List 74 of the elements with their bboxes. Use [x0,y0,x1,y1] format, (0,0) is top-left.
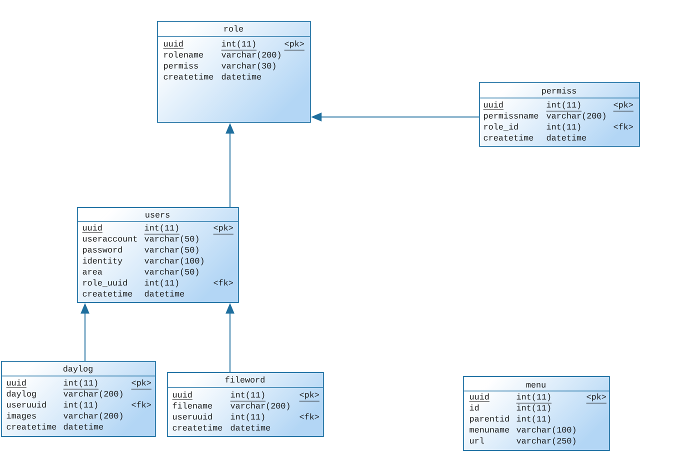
column-name: uuid [163,40,184,49]
column-name: daylog [6,390,36,398]
key-tag: <fk> [614,123,633,130]
data-type: int(11) [516,393,552,404]
data-type: datetime [144,290,184,297]
data-type: int(11) [516,404,550,412]
data-type: varchar(30) [222,62,276,70]
column-name: permiss [164,62,198,70]
data-type: int(11) [144,224,180,234]
data-type: int(11) [230,391,266,402]
data-type: int(11) [516,415,550,424]
data-type: varchar(100) [144,257,204,266]
data-type: datetime [64,423,104,430]
data-type: varchar(250) [516,437,576,446]
table-name: permiss [542,87,576,96]
column-name: parentid [470,415,509,424]
column-name: url [470,437,484,444]
data-type: varchar(200) [64,390,122,398]
key-tag: <fk> [300,413,319,420]
data-type: varchar(200) [546,112,606,120]
column-name: role_uuid [83,279,127,286]
table-name: fileword [225,376,264,383]
data-type: varchar(50) [144,235,198,244]
column-name: permissname [484,112,538,120]
column-name: createtime [82,290,132,297]
column-name: createtime [6,423,56,430]
column-name: createtime [164,73,214,80]
table-name: users [146,212,170,218]
key-tag: <pk> [284,40,305,50]
column-name: useruuid [7,401,46,408]
column-name: area [82,270,102,275]
column-name: filename [172,402,212,409]
data-type: int(11) [546,101,582,112]
key-tag: <pk> [213,224,234,234]
data-type: datetime [546,134,586,141]
column-name: identity [82,257,122,266]
column-name: password [83,246,122,254]
key-tag: <fk> [214,279,233,286]
data-type: varchar(50) [144,268,198,276]
data-type: varchar(200) [64,412,122,420]
column-name: menuname [470,428,510,433]
data-type: int(11) [546,123,580,132]
key-tag: <pk> [586,393,607,404]
data-type: datetime [230,424,270,431]
column-name: uuid [469,393,490,402]
column-name: rolename [164,51,204,58]
column-name: uuid [6,379,27,388]
data-type: int(11) [144,279,178,288]
data-type: varchar(100) [516,426,576,434]
data-type: int(11) [230,413,264,422]
column-name: uuid [172,391,193,400]
table-name: menu [526,383,546,388]
data-type: int(11) [64,401,98,410]
data-type: datetime [222,73,262,80]
key-tag: <pk> [613,101,634,112]
data-type: int(11) [221,40,257,50]
column-name: role_id [484,123,518,130]
column-name: uuid [483,101,504,110]
column-name: uuid [82,224,103,233]
column-name: id [470,404,479,411]
column-name: images [6,412,36,420]
data-type: int(11) [63,379,99,390]
column-name: createtime [484,134,534,141]
key-tag: <fk> [132,401,151,408]
data-type: varchar(200) [230,402,290,410]
column-name: useraccount [83,236,137,242]
data-type: varchar(50) [144,246,198,254]
table-name: role [224,25,244,32]
column-name: useruuid [173,413,212,420]
key-tag: <pk> [299,391,320,402]
key-tag: <pk> [131,379,152,390]
table-name: daylog [63,365,92,374]
column-name: createtime [172,424,222,431]
data-type: varchar(200) [222,51,280,60]
